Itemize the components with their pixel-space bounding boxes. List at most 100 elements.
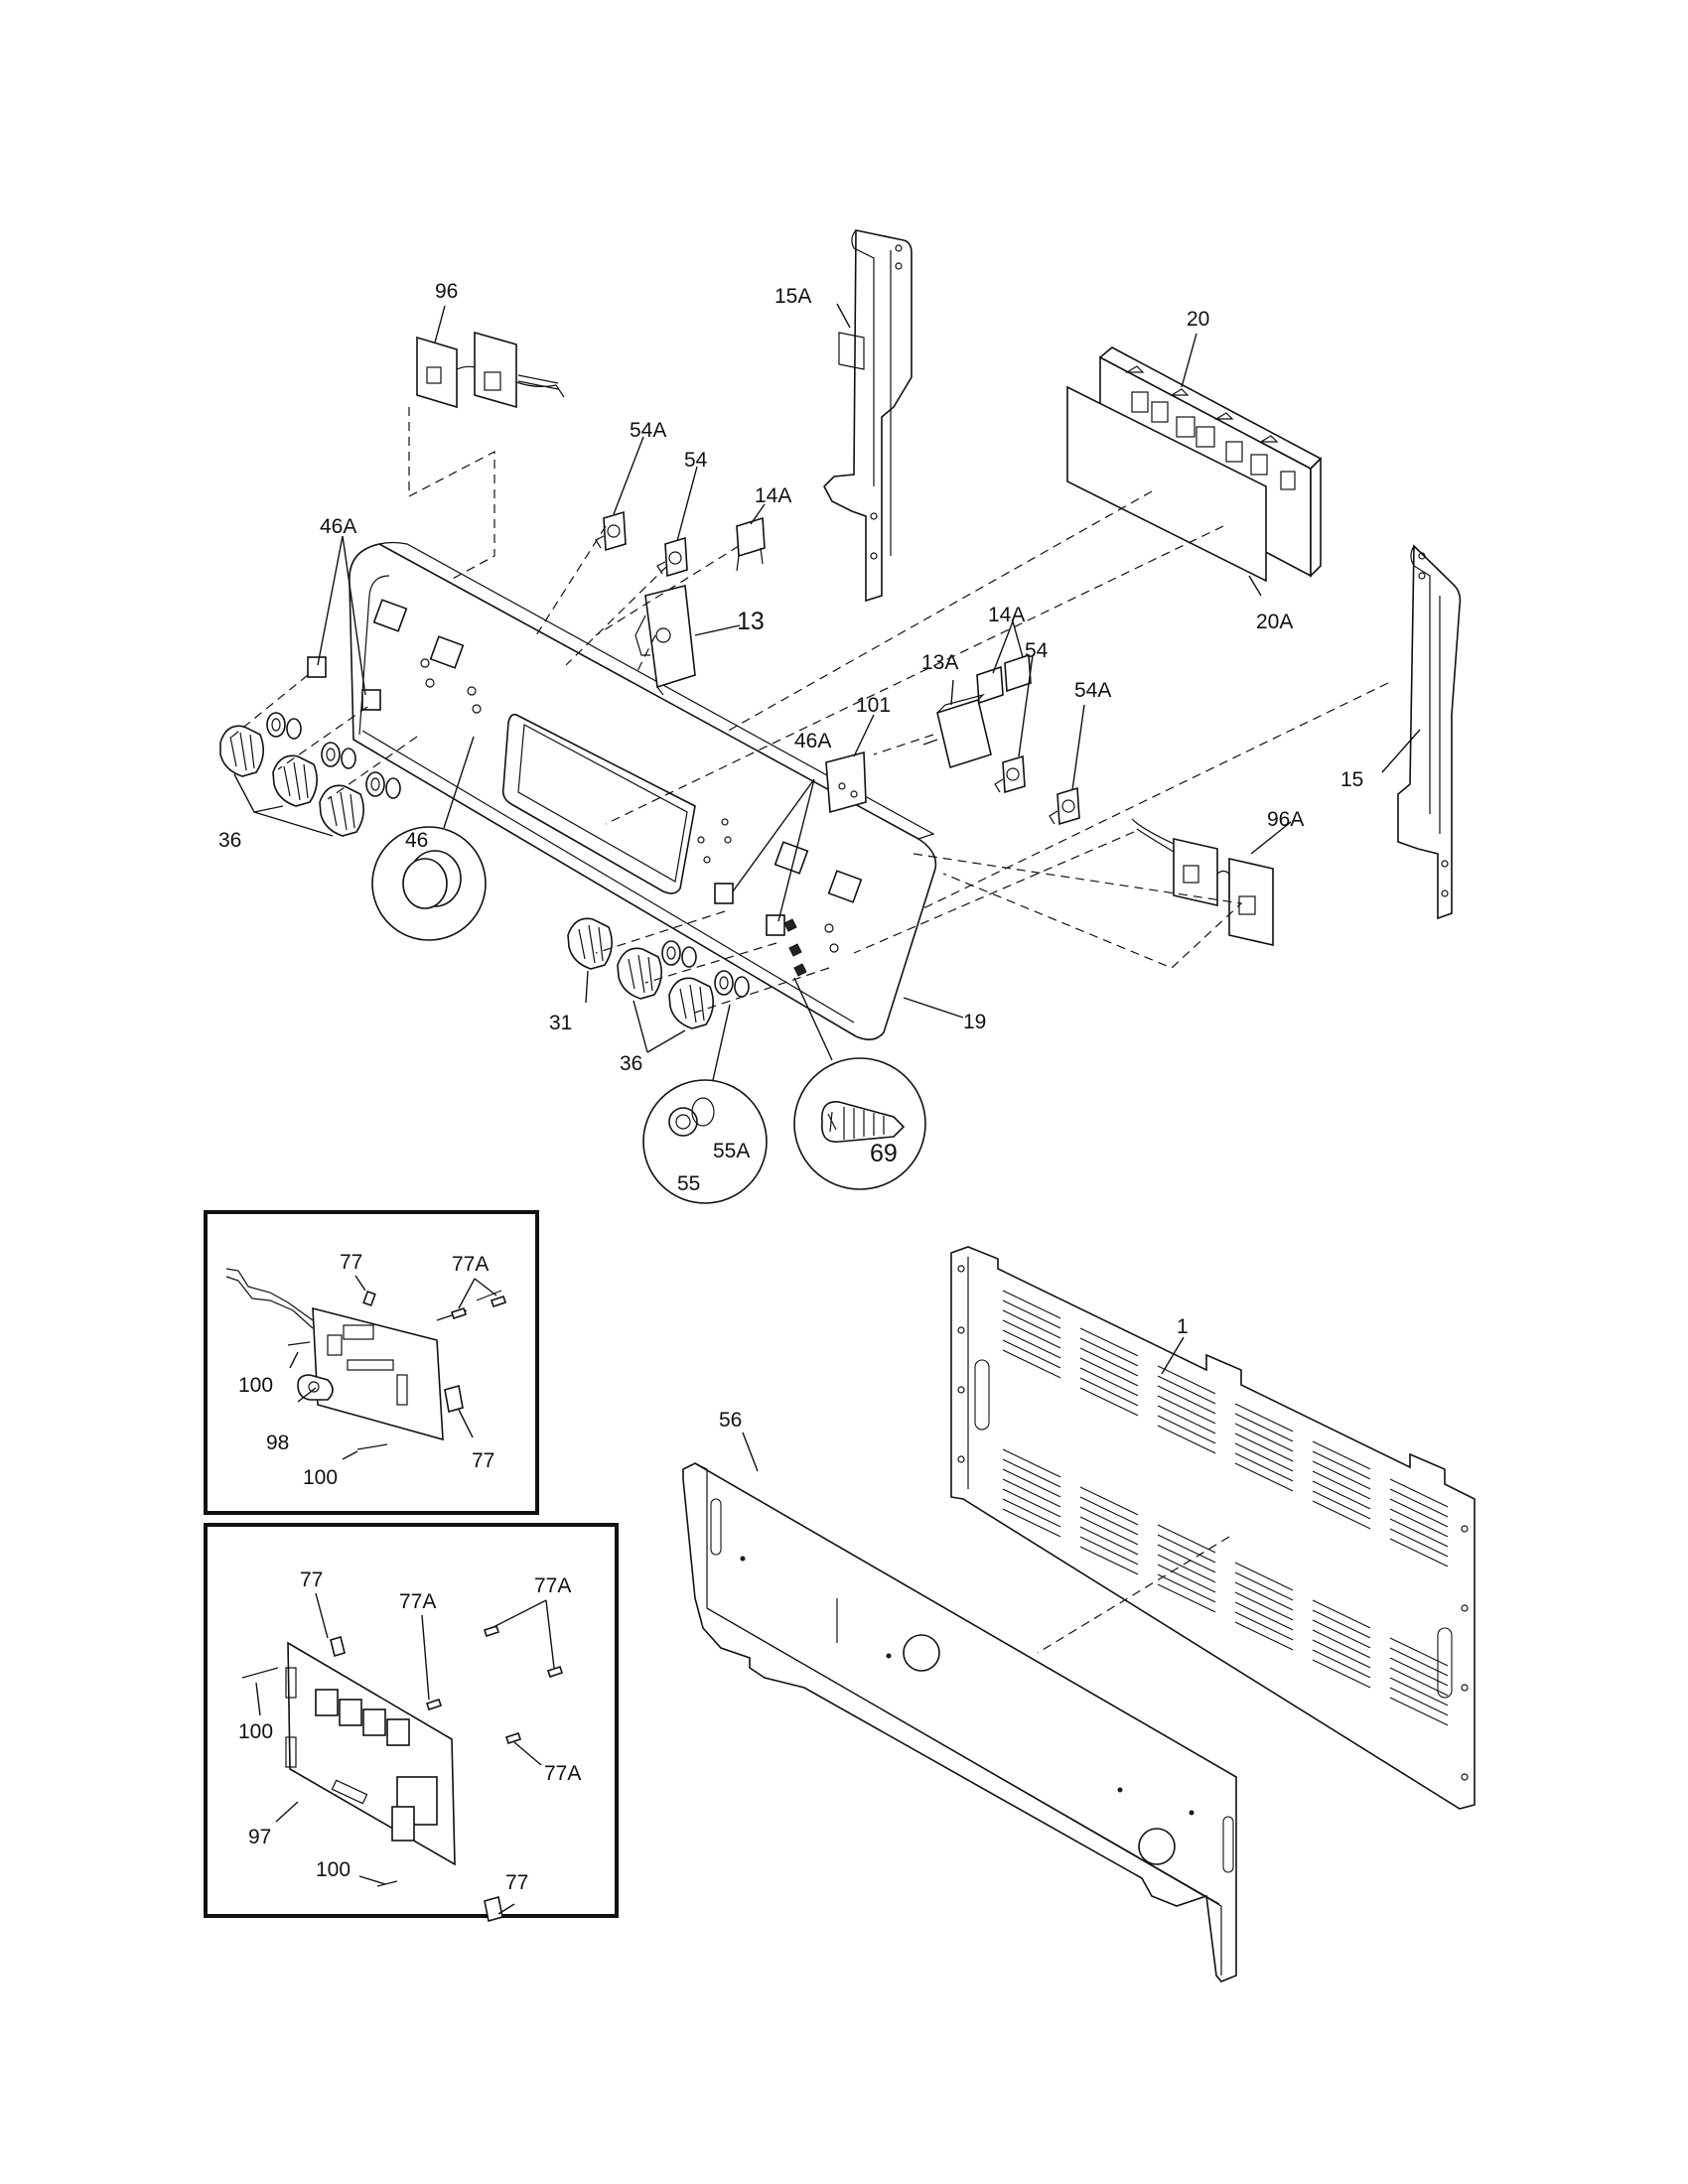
control-panel-19 (349, 541, 937, 1040)
vent-slot (1312, 1450, 1371, 1480)
vent-slot (1002, 1329, 1061, 1359)
label-96: 96 (435, 280, 458, 303)
vent-slot (1002, 1458, 1061, 1488)
label-13A: 13A (921, 651, 958, 674)
callout-labels: 96 15A 20 54A 54 14A 46A 13 20A 14A 13A … (218, 280, 1363, 1894)
label-15A: 15A (774, 285, 811, 308)
label-36-left: 36 (218, 829, 241, 852)
vent-slot (1312, 1460, 1371, 1490)
vent-slot (1157, 1583, 1216, 1613)
vent-slot (1079, 1327, 1139, 1357)
board-96 (416, 331, 565, 409)
leader-lines (233, 303, 1421, 1053)
vent-slot (1312, 1599, 1371, 1629)
vent-slot (1234, 1571, 1294, 1601)
detail-circle-46 (371, 736, 487, 941)
label-13: 13 (737, 608, 765, 635)
vent-slot (1389, 1637, 1449, 1667)
vent-slot (1234, 1452, 1294, 1482)
label-54-top: 54 (684, 449, 708, 472)
leader-56 (742, 1432, 759, 1472)
back-panel-1 (950, 1246, 1476, 1810)
vent-slot (1389, 1687, 1449, 1716)
vent-slot (1002, 1319, 1061, 1349)
label-96A: 96A (1267, 808, 1304, 831)
label-46A-left: 46A (320, 515, 356, 538)
label-55A: 55A (713, 1140, 750, 1162)
label-1: 1 (1177, 1315, 1189, 1338)
vent-slot (1312, 1639, 1371, 1669)
vent-slot (1002, 1508, 1061, 1538)
assembly-lines (227, 407, 1389, 1014)
vent-slot (1312, 1619, 1371, 1649)
vent-slot (1389, 1697, 1449, 1726)
vent-slot (1157, 1425, 1216, 1454)
label-54-mid: 54 (1025, 639, 1049, 662)
vent-slot (1389, 1478, 1449, 1508)
vent-slot (1002, 1339, 1061, 1369)
vent-slot (1079, 1347, 1139, 1377)
vent-slot (1002, 1349, 1061, 1379)
inset1-label-100-top: 100 (238, 1374, 273, 1397)
vent-slot (1234, 1442, 1294, 1472)
vent-slot (1157, 1415, 1216, 1444)
vent-slot (1079, 1526, 1139, 1556)
label-55: 55 (677, 1172, 700, 1195)
vent-slot (1079, 1496, 1139, 1526)
vent-slot (1234, 1581, 1294, 1611)
label-46A-mid: 46A (794, 730, 831, 752)
vent-slot (1389, 1657, 1449, 1687)
vent-slot (1312, 1649, 1371, 1679)
label-54A-top: 54A (630, 419, 666, 442)
inset2-label-77-top: 77 (300, 1569, 323, 1591)
vent-slot (1234, 1413, 1294, 1442)
inset-box-board-98 (204, 1210, 539, 1515)
inset1-label-77-top: 77 (340, 1251, 362, 1274)
label-20A: 20A (1256, 611, 1293, 633)
knobs-31-36-bottom (567, 917, 807, 1029)
vent-slot (1157, 1534, 1216, 1564)
vent-slot (1234, 1621, 1294, 1651)
vent-slot (1389, 1538, 1449, 1568)
vent-slot (1389, 1508, 1449, 1538)
vent-slot (1157, 1573, 1216, 1603)
vent-slot (1312, 1629, 1371, 1659)
vent-slot (1312, 1480, 1371, 1510)
vent-slot (1079, 1536, 1139, 1566)
vent-slot (1157, 1385, 1216, 1415)
vent-slot (1002, 1488, 1061, 1518)
inset2-label-77A-mid: 77A (544, 1762, 581, 1785)
vent-slot (1389, 1667, 1449, 1697)
vent-slot (1312, 1490, 1371, 1520)
vent-slot (1157, 1405, 1216, 1434)
inset2-label-77A-right: 77A (534, 1574, 571, 1597)
vent-slot (1389, 1488, 1449, 1518)
vent-slot (1079, 1486, 1139, 1516)
vent-slot (1079, 1546, 1139, 1575)
overlay-20A (1066, 385, 1267, 583)
vent-slot (1157, 1395, 1216, 1425)
vent-slot (1157, 1554, 1216, 1583)
vent-slot (1312, 1659, 1371, 1689)
inset1-label-100-bottom: 100 (303, 1466, 338, 1489)
label-101: 101 (856, 694, 891, 717)
vent-slot (1234, 1562, 1294, 1591)
inset2-label-100-bottom: 100 (316, 1858, 351, 1881)
vent-slot (1157, 1375, 1216, 1405)
vent-slot (1002, 1498, 1061, 1528)
label-36-bottom: 36 (620, 1052, 642, 1075)
inset-box-board-97 (204, 1523, 619, 1923)
vent-slot (1079, 1357, 1139, 1387)
vent-slot (1234, 1423, 1294, 1452)
vent-slot (1002, 1290, 1061, 1319)
inset2-label-100-top: 100 (238, 1720, 273, 1743)
vent-slot (1234, 1403, 1294, 1433)
vent-slot (1389, 1498, 1449, 1528)
switches-top (595, 510, 766, 696)
vent-slot (1079, 1387, 1139, 1417)
vent-slot (1157, 1544, 1216, 1573)
vent-slot (1389, 1677, 1449, 1706)
vent-slot (1002, 1309, 1061, 1339)
inset1-label-77A: 77A (452, 1253, 489, 1276)
